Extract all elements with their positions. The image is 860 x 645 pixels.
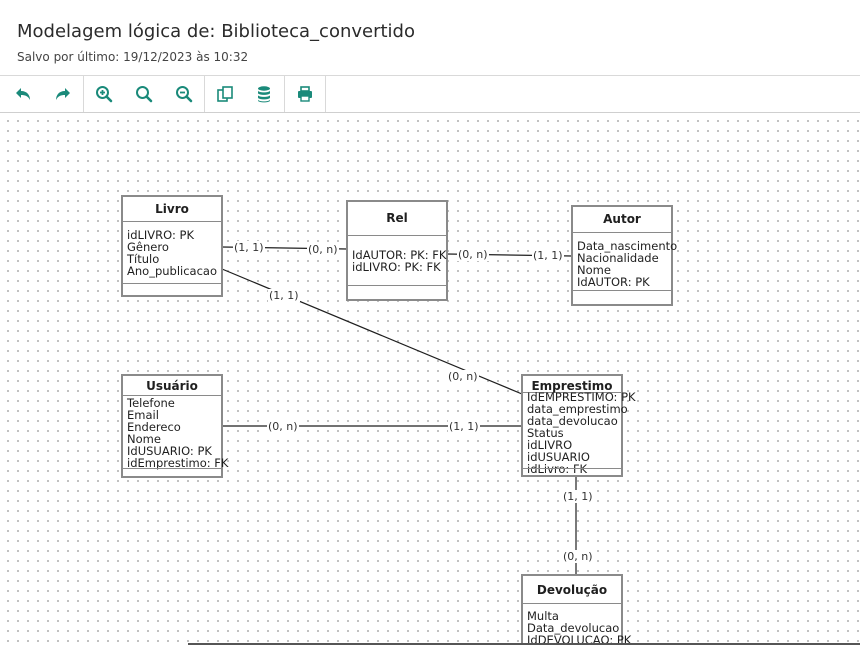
attribute: Nome (577, 263, 611, 277)
entity-footer (573, 290, 671, 291)
redo-icon (56, 88, 70, 100)
entity-title: Autor (573, 207, 671, 233)
cardinality-label: (0, n) (562, 550, 594, 563)
attribute: idLivro: FK (527, 462, 588, 476)
header: Modelagem lógica de: Biblioteca_converti… (0, 0, 860, 76)
database-icon (258, 86, 270, 103)
entity-rel[interactable]: Rel IdAUTOR: PK: FK idLIVRO: PK: FK (346, 200, 448, 301)
entity-footer (523, 468, 621, 469)
undo-icon (16, 88, 30, 100)
attribute-list: IdAUTOR: PK: FK idLIVRO: PK: FK (352, 248, 447, 274)
zoom-reset-button[interactable] (125, 76, 163, 112)
attribute: IdDEVOLUCAO: PK (527, 633, 632, 645)
attribute: data_emprestimo (527, 402, 628, 416)
entity-footer (123, 283, 221, 284)
attribute: Multa (527, 609, 559, 623)
page-title: Modelagem lógica de: Biblioteca_converti… (17, 21, 415, 42)
cardinality-label: (0, n) (267, 420, 299, 433)
attribute-list: Telefone Email Endereco Nome IdUSUARIO: … (127, 396, 229, 470)
attribute: Email (127, 408, 159, 422)
attribute: Nacionalidade (577, 251, 659, 265)
attribute: idLIVRO: PK (127, 228, 195, 242)
toolbar-divider (204, 76, 205, 112)
print-button[interactable] (286, 76, 324, 112)
attribute: idUSUARIO (527, 450, 590, 464)
copy-icon (217, 86, 233, 102)
canvas-bottom-edge (188, 643, 860, 645)
zoom-out-button[interactable] (165, 76, 203, 112)
toolbar-divider (325, 76, 326, 112)
diagram-canvas[interactable]: (1, 1) (0, n) (0, n) (1, 1) (1, 1) (0, n… (0, 113, 860, 645)
toolbar-divider (284, 76, 285, 112)
cardinality-label: (0, n) (457, 248, 489, 261)
attribute: Telefone (127, 396, 175, 410)
entity-autor[interactable]: Autor Data_nascimento Nacionalidade Nome… (571, 205, 678, 306)
attribute: IdAUTOR: PK: FK (352, 248, 447, 262)
zoom-reset-icon (136, 86, 153, 103)
print-icon (298, 86, 312, 102)
entity-title: Devolução (523, 576, 621, 604)
attribute: Nome (127, 432, 161, 446)
attribute: Ano_publicacao (127, 264, 217, 278)
entity-title: Emprestimo (523, 376, 621, 393)
entity-footer (123, 468, 221, 469)
attribute: Título (127, 252, 160, 266)
attribute-list: Multa Data_devolucao IdDEVOLUCAO: PK (527, 609, 632, 645)
attribute: idLIVRO: PK: FK (352, 260, 441, 274)
entity-devolucao[interactable]: Devolução Multa Data_devolucao IdDEVOLUC… (521, 574, 632, 645)
zoom-in-icon (96, 86, 113, 103)
database-button[interactable] (245, 76, 283, 112)
attribute-list: idLIVRO: PK Gênero Título Ano_publicacao (127, 229, 219, 277)
last-saved-text: Salvo por último: 19/12/2023 às 10:32 (17, 50, 249, 64)
attribute: Status (527, 426, 564, 440)
toolbar (0, 76, 860, 113)
redo-button[interactable] (44, 76, 82, 112)
zoom-out-icon (176, 86, 193, 103)
entity-usuario[interactable]: Usuário Telefone Email Endereco Nome IdU… (121, 374, 229, 478)
entity-livro[interactable]: Livro idLIVRO: PK Gênero Título Ano_publ… (121, 195, 223, 297)
entity-emprestimo[interactable]: Emprestimo IdEMPRESTIMO: PK data_emprest… (521, 374, 636, 477)
toolbar-divider (83, 76, 84, 112)
cardinality-label: (1, 1) (448, 420, 480, 433)
attribute: Endereco (127, 420, 181, 434)
cardinality-label: (0, n) (447, 370, 479, 383)
attribute: IdUSUARIO: PK (127, 444, 212, 458)
attribute: Data_nascimento (577, 239, 678, 253)
attribute-list: IdEMPRESTIMO: PK data_emprestimo data_de… (527, 390, 636, 476)
entity-title: Rel (348, 202, 446, 236)
attribute: Data_devolucao (527, 621, 620, 635)
attribute: IdEMPRESTIMO: PK (527, 390, 636, 404)
attribute: Gênero (127, 240, 169, 254)
attribute: idEmprestimo: FK (127, 456, 229, 470)
entity-title: Livro (123, 197, 221, 222)
cardinality-label: (0, n) (307, 243, 339, 256)
attribute: IdAUTOR: PK (577, 275, 650, 289)
undo-button[interactable] (4, 76, 42, 112)
cardinality-label: (1, 1) (233, 241, 265, 254)
copy-button[interactable] (206, 76, 244, 112)
entity-title: Usuário (123, 376, 221, 396)
cardinality-label: (1, 1) (268, 289, 300, 302)
cardinality-label: (1, 1) (532, 249, 564, 262)
attribute: idLIVRO (527, 438, 573, 452)
attribute: data_devolucao (527, 414, 618, 428)
zoom-in-button[interactable] (85, 76, 123, 112)
entity-footer (348, 285, 446, 286)
attribute-list: Data_nascimento Nacionalidade Nome IdAUT… (577, 239, 678, 289)
cardinality-label: (1, 1) (562, 490, 594, 503)
